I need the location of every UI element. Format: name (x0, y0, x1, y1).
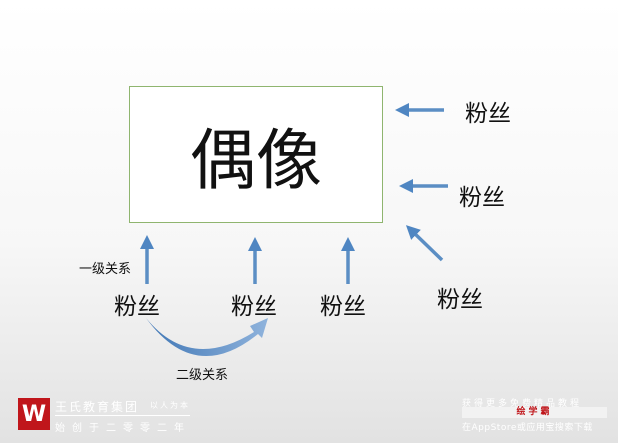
arrow-diag (405, 225, 444, 262)
motto: 以人为本 (150, 401, 190, 410)
fan-label: 粉丝 (231, 294, 277, 320)
fan-label: 粉丝 (437, 287, 483, 313)
promo-app: 绘学霸 (462, 407, 607, 418)
logo: W (18, 398, 50, 430)
brand-name: 王氏教育集团 (55, 400, 140, 414)
curved-arrow (146, 318, 268, 357)
fan-label: 粉丝 (320, 294, 366, 320)
fan-label: 粉丝 (465, 101, 511, 127)
founded-text: 始创于二零零二年 (55, 423, 191, 434)
first-relation-label: 一级关系 (79, 262, 132, 277)
second-relation-label: 二级关系 (176, 368, 229, 383)
divider (55, 415, 190, 416)
fan-label: 粉丝 (459, 185, 505, 211)
promo-bottom: 在AppStore或应用宝搜索下载 (462, 423, 593, 433)
promo-top: 获得更多免费精品教程 (462, 399, 583, 409)
idol-box: 偶像 (129, 86, 383, 223)
fan-label: 粉丝 (114, 294, 160, 320)
